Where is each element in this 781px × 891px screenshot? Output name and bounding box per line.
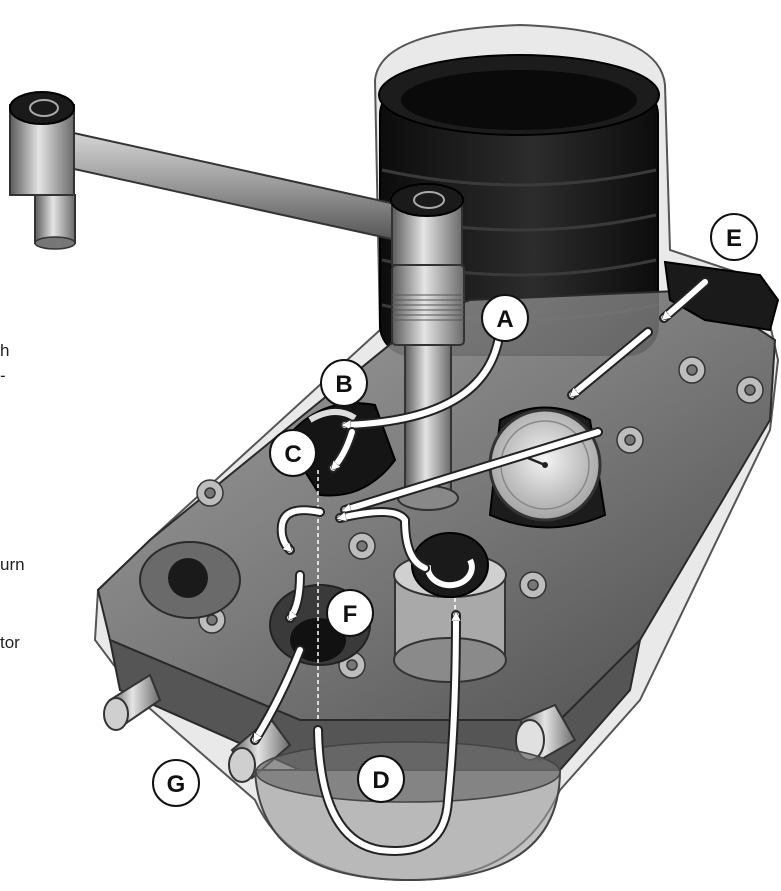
horizontal-arm (9, 91, 464, 266)
pressure-gauge (488, 406, 607, 529)
callout-g: G (152, 759, 200, 807)
left-port (139, 541, 241, 619)
lower-bowl (253, 741, 562, 882)
callout-e: E (710, 213, 758, 261)
callout-d: D (357, 755, 405, 803)
bolt (678, 356, 706, 384)
left-lower-fitting (103, 673, 162, 731)
bolt (348, 532, 376, 560)
flow-arrow-e-upper (659, 277, 710, 323)
flow-arrow-b (328, 427, 357, 473)
flow-arrow-d-loop (313, 610, 456, 856)
flow-arrow-left-hook (276, 505, 325, 555)
side-text-fragment-2: - (0, 366, 6, 385)
bolt (616, 426, 644, 454)
flow-arrow-f (285, 570, 305, 623)
callout-a: A (481, 294, 529, 342)
side-text-fragment-4: tor (0, 633, 20, 652)
bolt (519, 571, 547, 599)
side-text-fragment-1: h (0, 341, 9, 360)
callout-e-label: E (726, 225, 742, 252)
callout-c: C (269, 429, 317, 477)
flow-arrow-gauge-to-center (340, 427, 603, 515)
flow-arrows (250, 277, 710, 856)
flow-arrow-a (340, 325, 505, 425)
callout-f-label: F (343, 601, 358, 628)
flow-arrow-knob-loop (335, 506, 430, 573)
flow-arrow-to-outlet (250, 645, 305, 745)
callout-a-label: A (496, 306, 513, 333)
side-text-fragment-3: urn (0, 555, 25, 574)
bolt (196, 479, 224, 507)
flow-arrow-e-lower (567, 327, 653, 400)
callout-g-label: G (167, 771, 186, 798)
bolt (736, 376, 764, 404)
top-right-fitting (663, 260, 780, 332)
vertical-rod (391, 229, 465, 511)
callout-d-label: D (372, 767, 389, 794)
callout-b-label: B (335, 371, 352, 398)
plate-bolts (196, 356, 764, 679)
right-fitting (515, 703, 577, 762)
side-fittings (103, 673, 577, 783)
callout-f: F (326, 589, 374, 637)
callout-c-label: C (284, 441, 301, 468)
callout-b: B (320, 359, 368, 407)
